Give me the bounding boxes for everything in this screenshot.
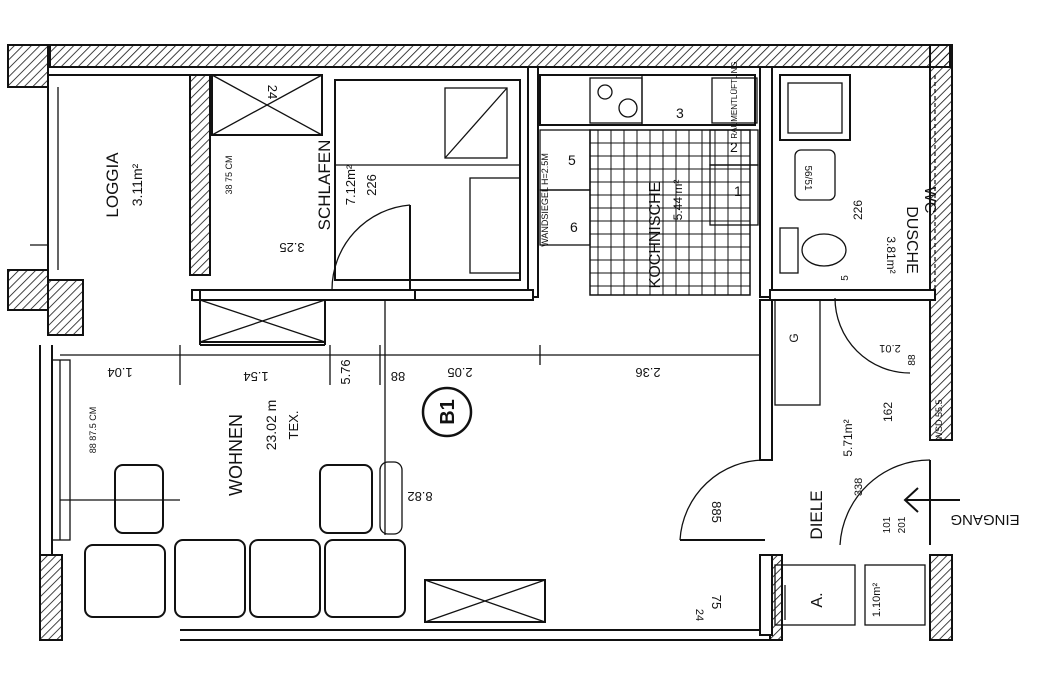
- dusche-name: DUSCHE: [903, 206, 920, 274]
- wohnen-note: TEX.: [286, 411, 301, 440]
- dusche-area: 3.81m²: [884, 236, 898, 273]
- entry-arrow: [903, 487, 960, 513]
- door-entry: [839, 459, 931, 546]
- schlafen-dim: 226: [364, 174, 379, 196]
- exterior-walls: [7, 44, 953, 641]
- wohnen-label: WOHNEN 23.02 m TEX.: [226, 400, 301, 496]
- dusche-wc: WC: [921, 187, 938, 214]
- radiator-wohnen: [51, 359, 71, 541]
- interior-walls: [191, 66, 936, 636]
- sofa-and-chairs: [60, 461, 406, 618]
- diele-name: DIELE: [807, 490, 826, 539]
- bathroom-fixtures: [774, 74, 936, 406]
- raumentlueftung-label: RAUMENTLÜFTUNG: [730, 61, 739, 138]
- dim-r19: 88 87.5 CM: [88, 407, 98, 454]
- diele-area: 5.71m²: [841, 419, 855, 456]
- dusche-label: DUSCHE WC 3.81m² 226 56/51: [802, 165, 938, 273]
- closet-g-label: G: [787, 333, 801, 342]
- dim-r6: 3.25: [279, 240, 304, 255]
- abstellraum: [774, 564, 926, 626]
- wohnen-name: WOHNEN: [226, 414, 246, 496]
- dim-r3: 2.05: [447, 365, 472, 380]
- dim-r14: 88: [907, 354, 918, 366]
- kochnische-name: KOCHNISCHE: [647, 182, 664, 289]
- loggia-frame: [30, 74, 190, 270]
- dim-r17: 5: [840, 275, 851, 281]
- eingang-text: EINGANG: [950, 511, 1019, 528]
- dim-r16: 101: [882, 516, 893, 533]
- bed: [334, 79, 521, 281]
- wohnen-area: 23.02 m: [263, 400, 279, 451]
- dim-r9: 24: [265, 85, 280, 99]
- dim-r7: 1.04: [107, 365, 132, 380]
- abstell-area: 1.10m²: [871, 583, 883, 618]
- dim-r18: 38 75 CM: [224, 155, 234, 194]
- stove-label: 56/51: [802, 165, 813, 190]
- plan-id-text: B1: [437, 399, 459, 425]
- schlafen-label: SCHLAFEN 7.12m² 226: [315, 140, 379, 231]
- svg-text:6: 6: [570, 219, 578, 235]
- diele-dim-b: 338: [853, 478, 865, 496]
- diele-label: DIELE 5.71m² 162 338: [807, 402, 895, 540]
- wardrobe-hall: [199, 299, 326, 343]
- dim-r1: 8.82: [407, 489, 432, 504]
- wardrobe-schlafen: [211, 74, 323, 136]
- kochnische-label: KOCHNISCHE 5.44 m² WANDSIEGEL H=2.5M RAU…: [540, 61, 739, 288]
- dim-r13: 2.01: [879, 342, 900, 354]
- svg-text:2: 2: [730, 139, 738, 155]
- abstell-name: A.: [809, 592, 826, 607]
- svg-text:1: 1: [734, 183, 742, 199]
- hob-numbers: 1 2 3 5 6: [568, 105, 742, 235]
- dusche-dim: 226: [851, 200, 865, 220]
- schlafen-name: SCHLAFEN: [315, 140, 334, 231]
- kochnische-area: 5.44 m²: [671, 180, 685, 221]
- dim-r11: 75: [709, 595, 724, 609]
- tv-furniture: [424, 579, 546, 623]
- dim-r12: 24: [693, 609, 705, 621]
- loggia-label: LOGGIA 3.11m²: [103, 152, 145, 218]
- dimension-lines: [60, 300, 761, 535]
- loggia-name: LOGGIA: [103, 152, 122, 218]
- svg-text:3: 3: [676, 105, 684, 121]
- dim-r4: 5.76: [338, 359, 353, 384]
- dim-r10: 885: [709, 501, 724, 523]
- dim-r2: 2.36: [635, 365, 660, 380]
- dimension-texts: 8.82 2.36 2.05 5.76 88 3.25 1.04 1.54 24…: [88, 85, 918, 621]
- eingang-label: EINGANG: [950, 511, 1019, 528]
- svg-text:5: 5: [568, 152, 576, 168]
- schlafen-area: 7.12m²: [343, 164, 358, 205]
- loggia-area: 3.11m²: [129, 163, 145, 206]
- wsd-label: WSD 55.5: [934, 399, 944, 440]
- dim-r15: 201: [897, 516, 908, 533]
- door-wohnen-diele: [679, 459, 766, 541]
- kitchen-counter: [539, 74, 759, 296]
- door-schlafen: [331, 204, 411, 291]
- dim-r8: 1.54: [243, 369, 268, 384]
- abstell-label: A. 1.10m²: [809, 583, 883, 618]
- diele-dim-a: 162: [881, 402, 895, 422]
- plan-id-badge: B1: [421, 386, 473, 438]
- wandsiegel-label: WANDSIEGEL H=2.5M: [540, 153, 550, 247]
- door-bathroom: [834, 297, 911, 374]
- dim-r5: 88: [391, 369, 405, 384]
